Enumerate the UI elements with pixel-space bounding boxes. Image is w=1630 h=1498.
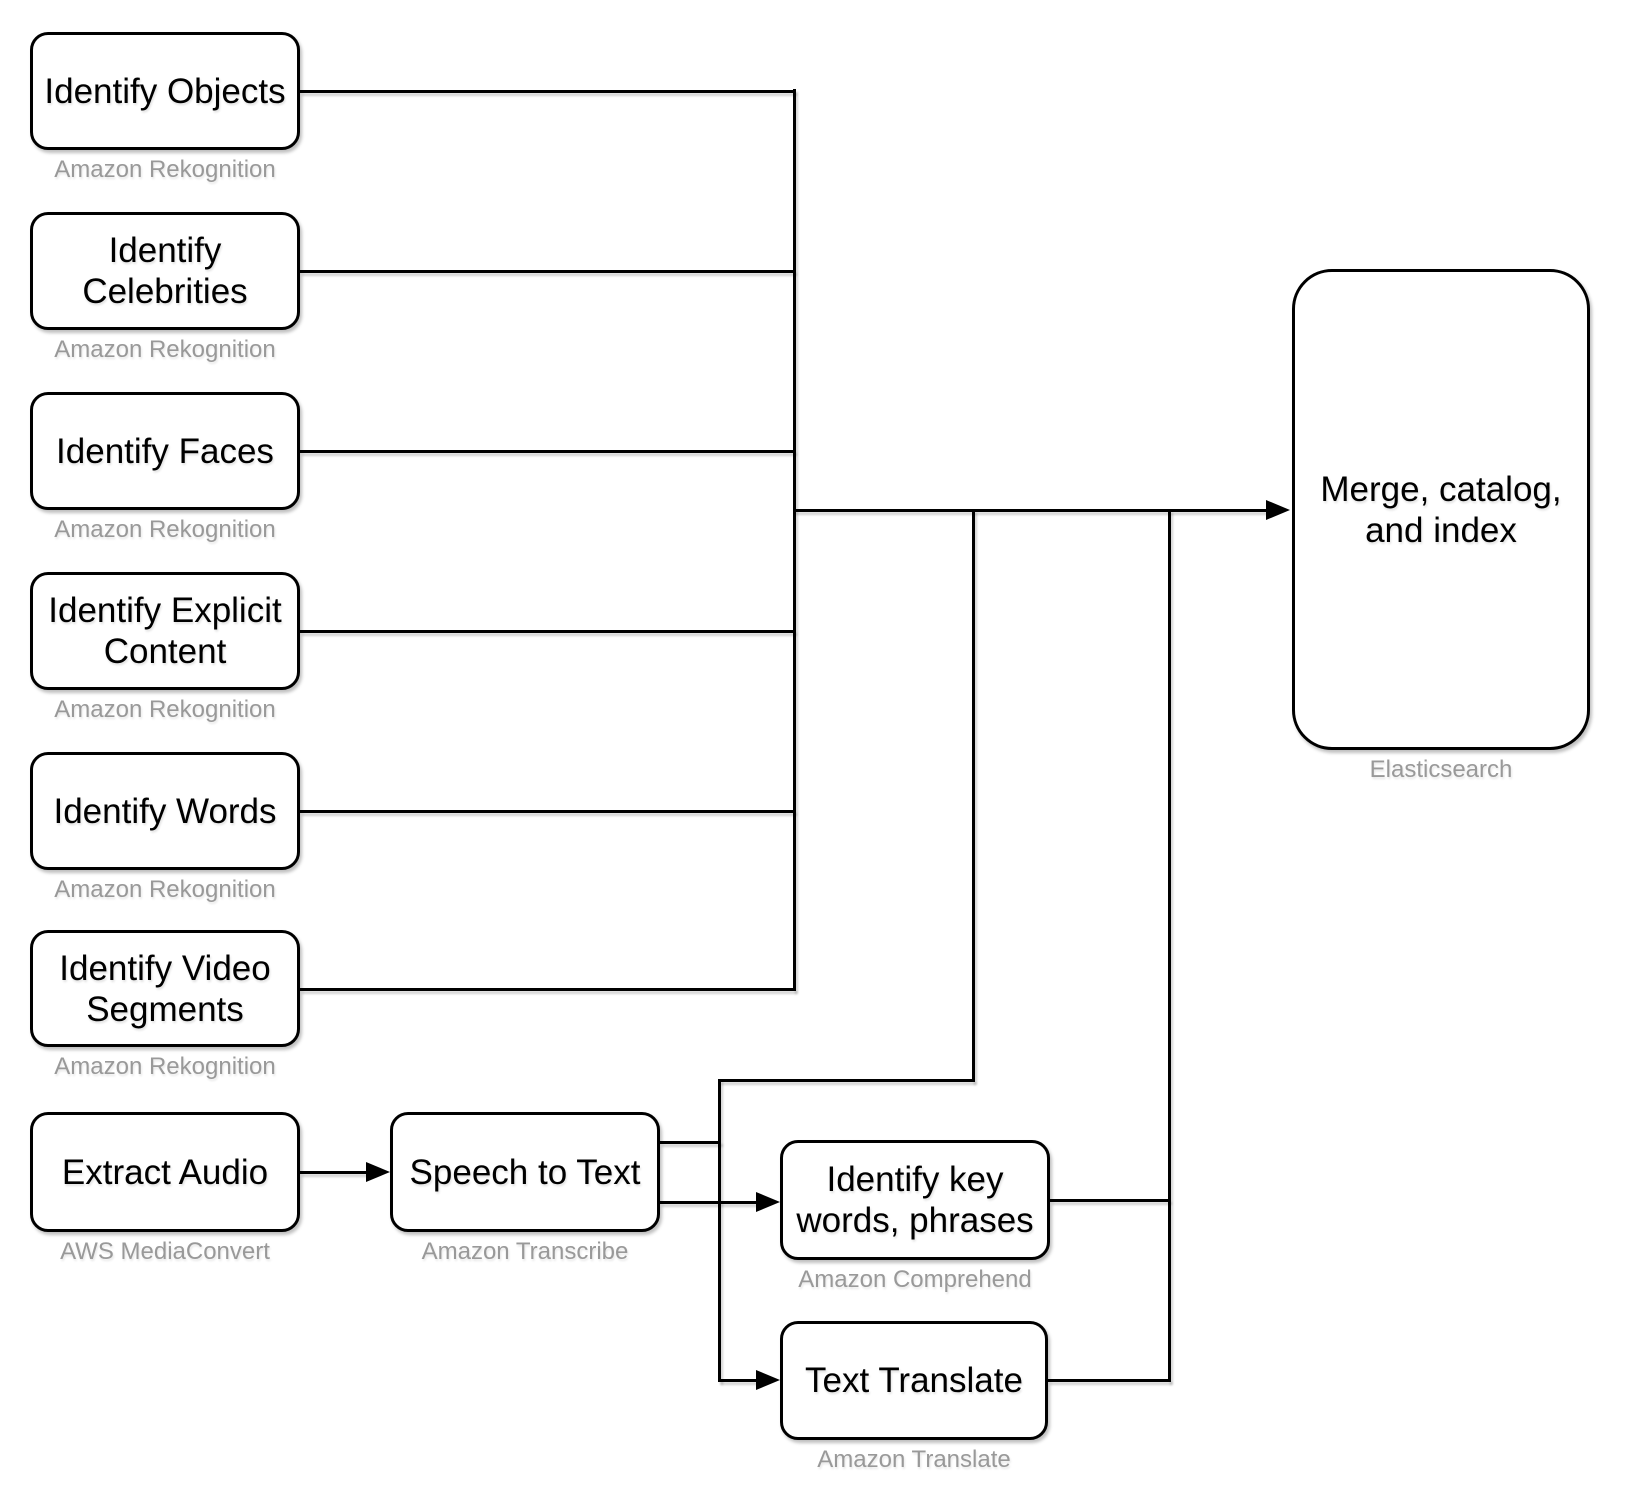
caption-identify-words: Amazon Rekognition bbox=[54, 876, 276, 903]
node-merge-catalog-and-index: Merge, catalog, and index bbox=[1292, 269, 1590, 750]
node-extract-audio: Extract Audio bbox=[30, 1112, 300, 1232]
caption-speech-to-text: Amazon Transcribe bbox=[421, 1238, 629, 1265]
label-text-translate: Text Translate bbox=[805, 1361, 1023, 1400]
node-identify-celebrities: Identify Celebrities bbox=[30, 212, 300, 330]
caption-identify-explicit-content: Amazon Rekognition bbox=[54, 696, 276, 723]
arrowhead-into-comprehend bbox=[756, 1192, 780, 1212]
node-identify-objects: Identify Objects bbox=[30, 32, 300, 150]
label-identify-words: Identify Words bbox=[53, 791, 277, 831]
edge-trunk-to-merge bbox=[793, 508, 1266, 512]
node-identify-key-words-phrases: Identify key words, phrases bbox=[780, 1140, 1050, 1260]
node-identify-explicit-content: Identify Explicit Content bbox=[30, 572, 300, 690]
edge-video-segments-out bbox=[300, 987, 795, 991]
caption-extract-audio: AWS MediaConvert bbox=[60, 1238, 270, 1265]
edge-comprehend-out bbox=[1050, 1198, 1170, 1202]
edge-celebrities-out bbox=[300, 269, 795, 273]
edge-stt-riser bbox=[971, 510, 975, 1082]
label-identify-key-words-phrases: Identify key words, phrases bbox=[796, 1160, 1034, 1240]
label-identify-objects: Identify Objects bbox=[44, 71, 286, 111]
caption-text-translate: Amazon Translate bbox=[817, 1446, 1011, 1473]
label-identify-explicit-content: Identify Explicit Content bbox=[48, 591, 282, 671]
edge-right-collector bbox=[1167, 510, 1171, 1382]
caption-merge-catalog-and-index: Elasticsearch bbox=[1369, 756, 1513, 783]
edge-stt-branch-vertical bbox=[717, 1079, 721, 1382]
edge-stt-upper-horizontal bbox=[719, 1078, 974, 1082]
caption-identify-key-words-phrases: Amazon Comprehend bbox=[798, 1266, 1032, 1293]
caption-identify-video-segments: Amazon Rekognition bbox=[54, 1053, 276, 1080]
node-identify-video-segments: Identify Video Segments bbox=[30, 930, 300, 1047]
node-speech-to-text: Speech to Text bbox=[390, 1112, 660, 1232]
edge-translate-out bbox=[1048, 1378, 1170, 1382]
edge-extract-to-stt bbox=[300, 1170, 366, 1174]
edge-explicit-content-out bbox=[300, 629, 795, 633]
label-identify-video-segments: Identify Video Segments bbox=[59, 948, 271, 1029]
label-identify-celebrities: Identify Celebrities bbox=[82, 231, 248, 311]
arrowhead-into-merge bbox=[1266, 500, 1290, 520]
edge-stt-upper-stub bbox=[660, 1140, 721, 1144]
edge-left-collector bbox=[792, 89, 796, 991]
label-speech-to-text: Speech to Text bbox=[409, 1152, 641, 1192]
node-identify-faces: Identify Faces bbox=[30, 392, 300, 510]
edge-words-out bbox=[300, 809, 795, 813]
edge-stt-to-comprehend bbox=[660, 1200, 756, 1204]
edge-objects-out bbox=[300, 89, 795, 93]
arrowhead-into-speech-to-text bbox=[366, 1162, 390, 1182]
label-merge-catalog-and-index: Merge, catalog, and index bbox=[1320, 469, 1562, 550]
caption-identify-celebrities: Amazon Rekognition bbox=[54, 336, 276, 363]
edge-faces-out bbox=[300, 449, 795, 453]
label-identify-faces: Identify Faces bbox=[56, 431, 274, 471]
node-identify-words: Identify Words bbox=[30, 752, 300, 870]
arrowhead-into-translate bbox=[756, 1370, 780, 1390]
node-text-translate: Text Translate bbox=[780, 1321, 1048, 1440]
label-extract-audio: Extract Audio bbox=[61, 1152, 269, 1192]
caption-identify-objects: Amazon Rekognition bbox=[54, 156, 276, 183]
caption-identify-faces: Amazon Rekognition bbox=[54, 516, 276, 543]
edge-branch-to-translate bbox=[719, 1378, 756, 1382]
